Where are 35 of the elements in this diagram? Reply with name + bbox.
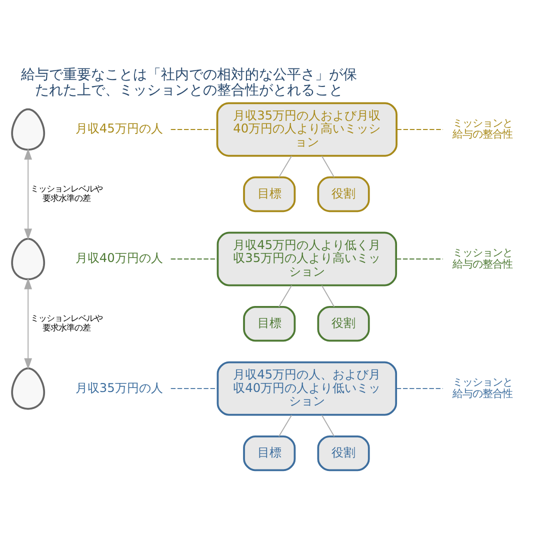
node-box: 月収45万円の人、および月収40万円の人より低いミッション	[216, 361, 398, 416]
node-box: 役割	[317, 176, 370, 212]
node-text: ミッションと給与の整合性	[452, 376, 512, 400]
connector	[396, 258, 444, 260]
connector	[278, 156, 292, 178]
node-person	[11, 108, 46, 151]
node-box: 役割	[317, 436, 370, 472]
node-text: 月収45万円の人	[75, 122, 163, 136]
node-box: 目標	[243, 176, 296, 212]
node-box: 役割	[317, 306, 370, 342]
connector	[170, 129, 218, 130]
connector	[321, 285, 335, 308]
arrow	[24, 148, 32, 240]
connector	[278, 285, 292, 308]
edge-label: ミッションレベルや要求水準の差	[30, 313, 103, 333]
edge-label: ミッションレベルや要求水準の差	[30, 184, 103, 204]
diagram-title: 給与で重要なことは「社内での相対的な公平さ」が保たれた上で、ミッションとの整合性がとれること	[21, 66, 358, 99]
node-text: ミッションと給与の整合性	[452, 247, 512, 270]
connector	[170, 388, 218, 390]
node-person	[11, 238, 46, 280]
connector	[321, 156, 335, 178]
node-box: 月収45万円の人より低く月収35万円の人より高いミッション	[216, 232, 398, 286]
node-box: 月収35万円の人および月収40万円の人より高いミッション	[216, 102, 398, 157]
node-box: 目標	[243, 306, 296, 342]
arrow	[24, 278, 32, 370]
connector	[321, 414, 335, 437]
node-text: 月収40万円の人	[75, 251, 163, 266]
connector	[278, 414, 292, 437]
node-text: ミッションと給与の整合性	[452, 117, 512, 141]
connector	[396, 388, 444, 390]
connector	[170, 258, 218, 260]
connector	[396, 129, 444, 130]
node-box: 目標	[243, 436, 296, 472]
node-text: 月収35万円の人	[75, 380, 163, 395]
node-person	[11, 367, 46, 410]
